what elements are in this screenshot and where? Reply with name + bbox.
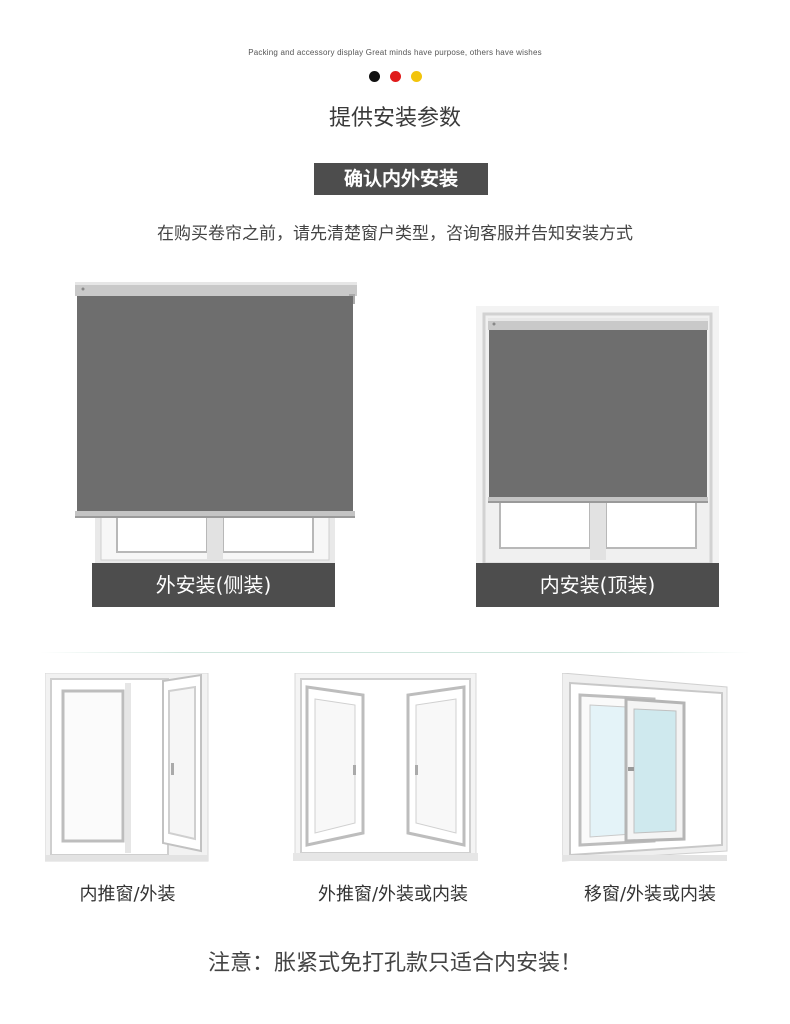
- page-title: 提供安装参数: [328, 106, 461, 131]
- section-banner: 确认内外安装: [314, 163, 488, 195]
- outward-window-label: 外推窗/外装或内装: [317, 884, 469, 905]
- sliding-window-icon: [562, 673, 728, 862]
- inside-install-illustration: [482, 312, 713, 564]
- section-divider: [40, 652, 750, 653]
- decorative-dots: [369, 71, 422, 82]
- subtitle: 在购买卷帘之前，请先清楚窗户类型，咨询客服并告知安装方式: [157, 224, 633, 244]
- sliding-window-label: 移窗/外装或内装: [583, 884, 717, 905]
- inward-window-label: 内推窗/外装: [79, 884, 176, 905]
- outside-install-illustration: [75, 282, 357, 565]
- black-dot: [369, 71, 380, 82]
- inside-install-label: 内安装(顶装): [476, 563, 719, 607]
- yellow-dot: [411, 71, 422, 82]
- red-dot: [390, 71, 401, 82]
- inward-window-icon: [45, 673, 209, 862]
- outward-window-icon: [293, 673, 478, 861]
- install-notice: 注意：胀紧式免打孔款只适合内安装！: [207, 951, 582, 976]
- outside-install-label: 外安装(侧装): [92, 563, 335, 607]
- tagline: Packing and accessory display Great mind…: [248, 48, 542, 57]
